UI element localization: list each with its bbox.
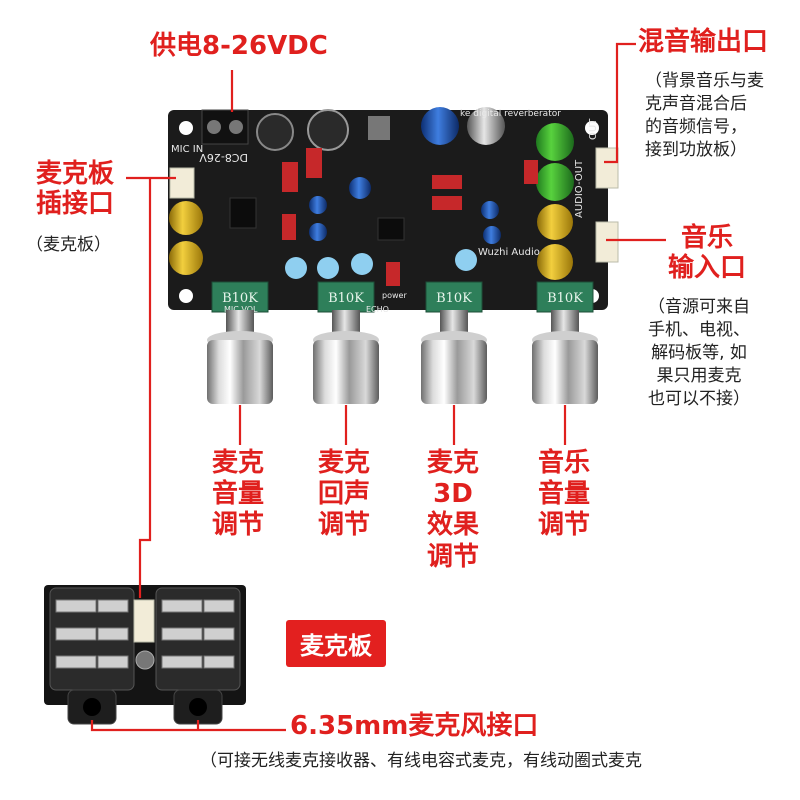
pot-label: B10K	[547, 291, 583, 306]
silk-dc: DC8-26V	[199, 151, 248, 164]
potentiometer-1: B10K	[211, 281, 269, 313]
music-in-title: 音乐 输入口	[668, 223, 747, 283]
silk-audio-out: AUDIO-OUT	[574, 159, 585, 218]
jack-note: （可接无线麦克接收器、有线电容式麦克，有线动圈式麦克	[200, 751, 642, 771]
silk-brand: Wuzhi Audio	[478, 247, 540, 258]
silk-power: power	[382, 291, 407, 300]
silk-out: OUT	[588, 118, 599, 140]
pot-label: B10K	[436, 291, 472, 306]
silk-mic-vol: MIC VOL	[224, 305, 258, 314]
music-in-connector	[595, 221, 619, 263]
knob-2	[313, 310, 379, 404]
jack-title: 6.35mm麦克风接口	[290, 711, 539, 741]
mix-out-title: 混音输出口	[638, 27, 769, 57]
potentiometer-2: B10K	[317, 281, 375, 313]
silk-mic: MIC IN	[171, 144, 203, 155]
pot-label: B10K	[222, 291, 258, 306]
mix-out-note: （背景音乐与麦 克声音混合后 的音频信号， 接到功放板）	[645, 71, 764, 160]
knob-music-volume-label: 音乐 音量 调节	[538, 448, 591, 541]
pot-label: B10K	[328, 291, 364, 306]
potentiometer-4: B10K	[536, 281, 594, 313]
knob-mic-volume-label: 麦克 音量 调节	[212, 448, 265, 541]
knob-1	[207, 310, 273, 404]
main-pcb	[168, 110, 608, 310]
power-label: 供电8-26VDC	[150, 31, 328, 61]
knob-3d-label: 麦克 3D 效果 调节	[427, 448, 480, 572]
knob-4	[532, 310, 598, 404]
silk-top: ke digital reverberator	[460, 109, 561, 119]
music-in-note: （音源可来自 手机、电视、 解码板等, 如 果只用麦克 也可以不接）	[648, 297, 750, 409]
audio-out-connector	[595, 147, 619, 189]
silk-echo: ECHO	[366, 305, 389, 314]
mic-board-badge: 麦克板	[286, 620, 386, 667]
knob-echo-label: 麦克 回声 调节	[318, 448, 371, 541]
mic-in-connector	[169, 167, 195, 199]
potentiometer-3: B10K	[425, 281, 483, 313]
mic-board-interface-title: 麦克板 插接口	[36, 159, 115, 219]
knob-3	[421, 310, 487, 404]
mic-board-interface-note: （麦克板）	[26, 235, 111, 255]
